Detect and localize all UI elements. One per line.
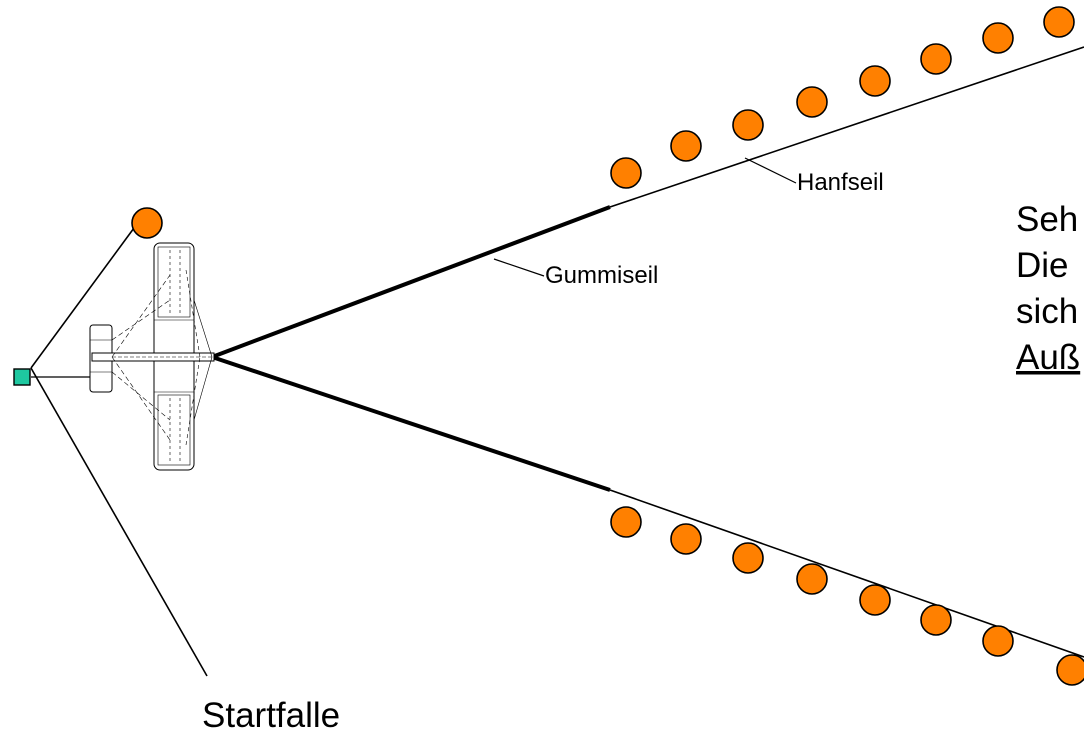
crew-member (670, 523, 702, 555)
crew-member (670, 130, 702, 162)
startfalle-anchor (13, 368, 31, 386)
label-gummiseil: Gummiseil (545, 262, 658, 289)
crew-upper-rope (610, 6, 1075, 189)
crew-member (920, 604, 952, 636)
crew-lower-rope (610, 506, 1084, 686)
crew-member (796, 563, 828, 595)
crew-member (796, 86, 828, 118)
side-text-line-3: sich (1016, 292, 1078, 331)
label-startfalle: Startfalle (202, 696, 340, 735)
crew-member (732, 109, 764, 141)
glider-fuselage (91, 352, 215, 362)
hanfseil-lower (609, 489, 1084, 658)
side-text-line-2: Die (1016, 246, 1069, 285)
crew-member (859, 65, 891, 97)
crew-member (920, 43, 952, 75)
gummiseil-lower (211, 355, 611, 492)
gummiseil-leader (493, 258, 545, 277)
label-hanfseil: Hanfseil (797, 169, 884, 196)
anchor-line-lower (30, 367, 208, 677)
glider-top-view (89, 242, 215, 471)
hanfseil-leader (744, 157, 797, 184)
crew-member (732, 542, 764, 574)
crew-member (982, 22, 1014, 54)
crew-member (1056, 654, 1084, 686)
hanfseil-upper (609, 46, 1084, 208)
gummiseil-upper (211, 205, 611, 359)
anchor-line-upper (30, 227, 135, 369)
side-text-line-1: Seh (1016, 200, 1078, 239)
crew-member-anchor (131, 207, 163, 239)
crew-member (859, 584, 891, 616)
crew-member (610, 506, 642, 538)
crew-member (610, 157, 642, 189)
crew-member (982, 625, 1014, 657)
side-text-line-4: Auß (1016, 338, 1080, 377)
crew-member (1043, 6, 1075, 38)
